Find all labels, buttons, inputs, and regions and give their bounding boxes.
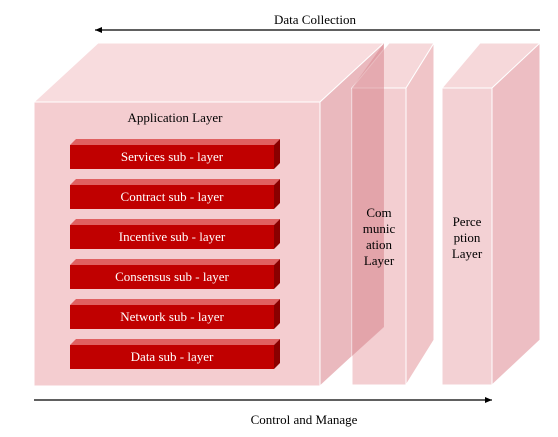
sublayer-stack [70, 139, 280, 369]
communication-layer-side [405, 41, 435, 387]
communication-layer-line-2: munic [362, 221, 396, 236]
sublayer-bar [70, 259, 280, 289]
sublayer-label: Incentive sub - layer [118, 229, 226, 244]
sublayer-bar-front [70, 345, 274, 369]
sublayer-bar-side [274, 219, 280, 249]
sublayer-label: Contract sub - layer [120, 189, 224, 204]
perception-layer-side [491, 41, 541, 387]
communication-layer-line-3: ation [366, 237, 392, 252]
sublayer-label: Services sub - layer [120, 149, 224, 164]
sublayer-bar-side [274, 259, 280, 289]
sublayer-bar [70, 339, 280, 369]
data-collection-label: Data Collection [274, 12, 356, 27]
sublayer-bar-top [70, 259, 280, 265]
sublayer-bar-side [274, 299, 280, 329]
sublayer-bar-front [70, 225, 274, 249]
sublayer-bar [70, 299, 280, 329]
sublayer-bar-front [70, 185, 274, 209]
sublayer-bar [70, 219, 280, 249]
communication-layer-block [350, 41, 435, 387]
sublayer-bar-top [70, 299, 280, 305]
sublayer-bar-top [70, 179, 280, 185]
sublayer-bar [70, 179, 280, 209]
communication-layer-line-4: Layer [363, 253, 395, 268]
perception-layer-line-3: Layer [451, 246, 483, 261]
sublayer-bar-top [70, 339, 280, 345]
sublayer-bar-front [70, 265, 274, 289]
sublayer-bar-front [70, 305, 274, 329]
sublayer-bar-side [274, 139, 280, 169]
sublayer-label: Network sub - layer [120, 309, 224, 324]
perception-layer-line-1: Perce [452, 214, 482, 229]
sublayer-bar-top [70, 219, 280, 225]
application-layer-block [32, 41, 386, 388]
sublayer-bar-front [70, 145, 274, 169]
sublayer-bar-side [274, 179, 280, 209]
communication-layer-line-1: Com [366, 205, 392, 220]
perception-layer-line-2: ption [453, 230, 481, 245]
perception-layer-label: Perce ption Layer [440, 214, 494, 262]
application-layer-title: Application Layer [127, 110, 223, 125]
perception-layer-front [441, 87, 493, 386]
communication-layer-overlap [352, 43, 384, 356]
sublayer-label: Consensus sub - layer [115, 269, 229, 284]
sublayer-bar-side [274, 339, 280, 369]
sublayer-bar-top [70, 139, 280, 145]
sublayer-label: Data sub - layer [130, 349, 214, 364]
control-and-manage-label: Control and Manage [250, 412, 358, 427]
communication-layer-label: Com munic ation Layer [350, 205, 408, 269]
sublayer-bar [70, 139, 280, 169]
perception-layer-block [440, 41, 542, 387]
